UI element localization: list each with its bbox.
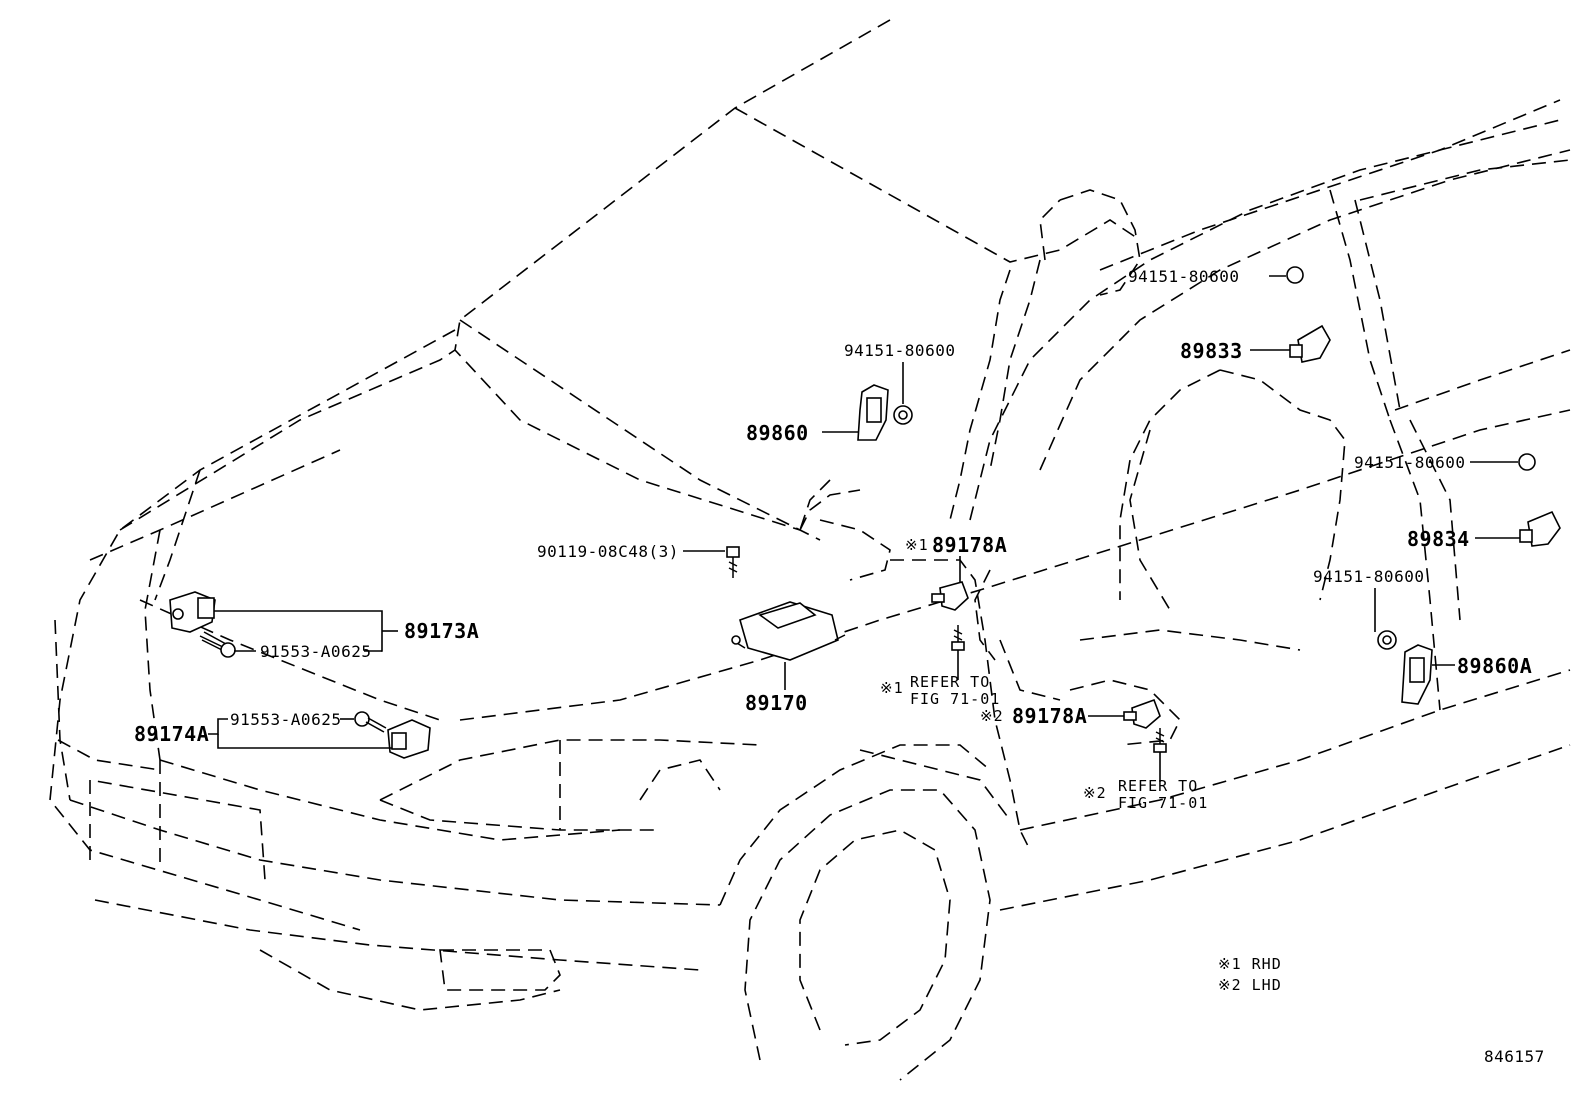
label-94151-d: 94151-80600 (1313, 567, 1424, 586)
label-89173a: 89173A (404, 619, 479, 643)
sensor-89178a-lower-icon (1123, 698, 1161, 729)
label-mark2-b: ※2 (1083, 784, 1107, 802)
label-mark1-b: ※1 (880, 679, 904, 697)
sensor-89833-icon (1289, 324, 1331, 363)
diagram-id: 846157 (1484, 1047, 1545, 1066)
sensor-89173a-icon (169, 591, 216, 633)
label-91553-lower: 91553-A0625 (230, 710, 341, 729)
leader-lines (208, 275, 1520, 782)
label-94151-a: 94151-80600 (844, 341, 955, 360)
sensor-89178a-upper-icon (931, 581, 969, 611)
part-labels: 94151-80600 89860 90119-08C48(3) ※1 8917… (134, 267, 1545, 1066)
label-91553-upper: 91553-A0625 (260, 642, 371, 661)
bolt-89178a-upper-icon (951, 625, 965, 651)
label-89833: 89833 (1180, 339, 1243, 363)
sensor-89860a-icon (1401, 644, 1433, 705)
label-89860a: 89860A (1457, 654, 1532, 678)
label-89174a: 89174A (134, 722, 209, 746)
label-refer-to-1: REFER TO (910, 673, 990, 691)
label-mark1-a: ※1 (905, 536, 929, 554)
label-94151-b: 94151-80600 (1128, 267, 1239, 286)
label-fig-ref-2: FIG 71-01 (1118, 794, 1208, 812)
label-94151-c: 94151-80600 (1354, 453, 1465, 472)
bolt-91553-lower-icon (354, 711, 387, 733)
label-mark2-a: ※2 (980, 707, 1004, 725)
sensor-89174a-icon (387, 719, 431, 759)
bolt-90119-icon (726, 546, 740, 578)
nut-94151-a-icon (893, 405, 913, 425)
bolt-91553-upper-icon (199, 631, 236, 658)
legend-lhd: ※2 LHD (1218, 976, 1282, 994)
nut-94151-d-icon (1377, 630, 1397, 650)
bolt-89178a-lower-icon (1153, 728, 1167, 753)
label-89178a-lower: 89178A (1012, 704, 1087, 728)
label-89178a-upper: 89178A (932, 533, 1007, 557)
car-body-outline (49, 19, 1571, 1081)
label-89170: 89170 (745, 691, 808, 715)
label-89860: 89860 (746, 421, 809, 445)
sensor-89834-icon (1519, 510, 1561, 547)
sensor-89860-icon (857, 384, 889, 441)
label-refer-to-2: REFER TO (1118, 777, 1198, 795)
label-fig-ref-1: FIG 71-01 (910, 690, 1000, 708)
label-89834: 89834 (1407, 527, 1470, 551)
ecu-89170-icon (731, 601, 846, 661)
legend-rhd: ※1 RHD (1218, 955, 1282, 973)
nut-94151-c-icon (1518, 453, 1536, 471)
nut-94151-b-icon (1286, 266, 1304, 284)
label-90119: 90119-08C48(3) (537, 542, 679, 561)
